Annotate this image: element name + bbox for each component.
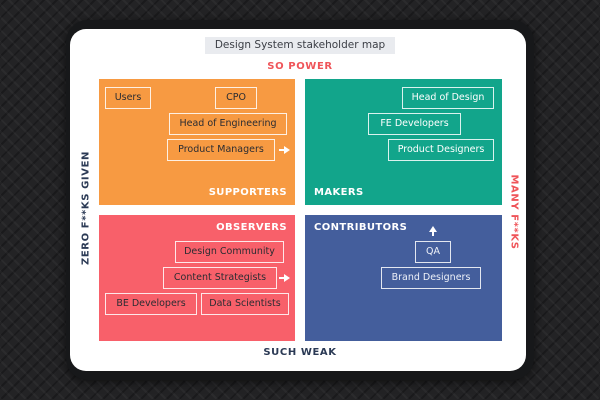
stakeholder-qa: QA: [415, 241, 451, 263]
stakeholder-design-community: Design Community: [175, 241, 284, 263]
stakeholder-product-managers: Product Managers: [167, 139, 275, 161]
quadrant-contributors: CONTRIBUTORS QA Brand Designers: [305, 215, 502, 341]
stakeholder-data-scientists: Data Scientists: [201, 293, 289, 315]
stakeholder-be-developers: BE Developers: [105, 293, 197, 315]
stakeholder-users: Users: [105, 87, 151, 109]
quadrant-observers: OBSERVERS Design Community Content Strat…: [99, 215, 295, 341]
axis-label-right-text: MANY F**KS: [508, 174, 520, 250]
arrow-right-icon: [279, 146, 290, 154]
axis-label-top: SO POWER: [267, 61, 333, 72]
quadrant-label-makers: MAKERS: [314, 187, 364, 198]
quadrant-supporters: Users CPO Head of Engineering Product Ma…: [99, 79, 295, 205]
stakeholder-cpo: CPO: [215, 87, 257, 109]
stakeholder-content-strategists: Content Strategists: [163, 267, 277, 289]
quadrant-label-supporters: SUPPORTERS: [208, 187, 287, 198]
stakeholder-brand-designers: Brand Designers: [381, 267, 481, 289]
axis-label-left-text: ZERO F**KS GIVEN: [80, 151, 92, 265]
stakeholder-head-of-engineering: Head of Engineering: [169, 113, 287, 135]
arrow-up-icon: [429, 226, 437, 236]
quadrant-label-contributors: CONTRIBUTORS: [314, 222, 408, 233]
quadrant-makers: Head of Design FE Developers Product Des…: [305, 79, 502, 205]
stakeholder-product-designers: Product Designers: [388, 139, 494, 161]
map-title: Design System stakeholder map: [205, 37, 395, 54]
stakeholder-fe-developers: FE Developers: [368, 113, 461, 135]
quadrant-label-observers: OBSERVERS: [216, 222, 287, 233]
stakeholder-head-of-design: Head of Design: [402, 87, 494, 109]
axis-label-bottom: SUCH WEAK: [263, 347, 337, 358]
arrow-right-icon: [279, 274, 290, 282]
